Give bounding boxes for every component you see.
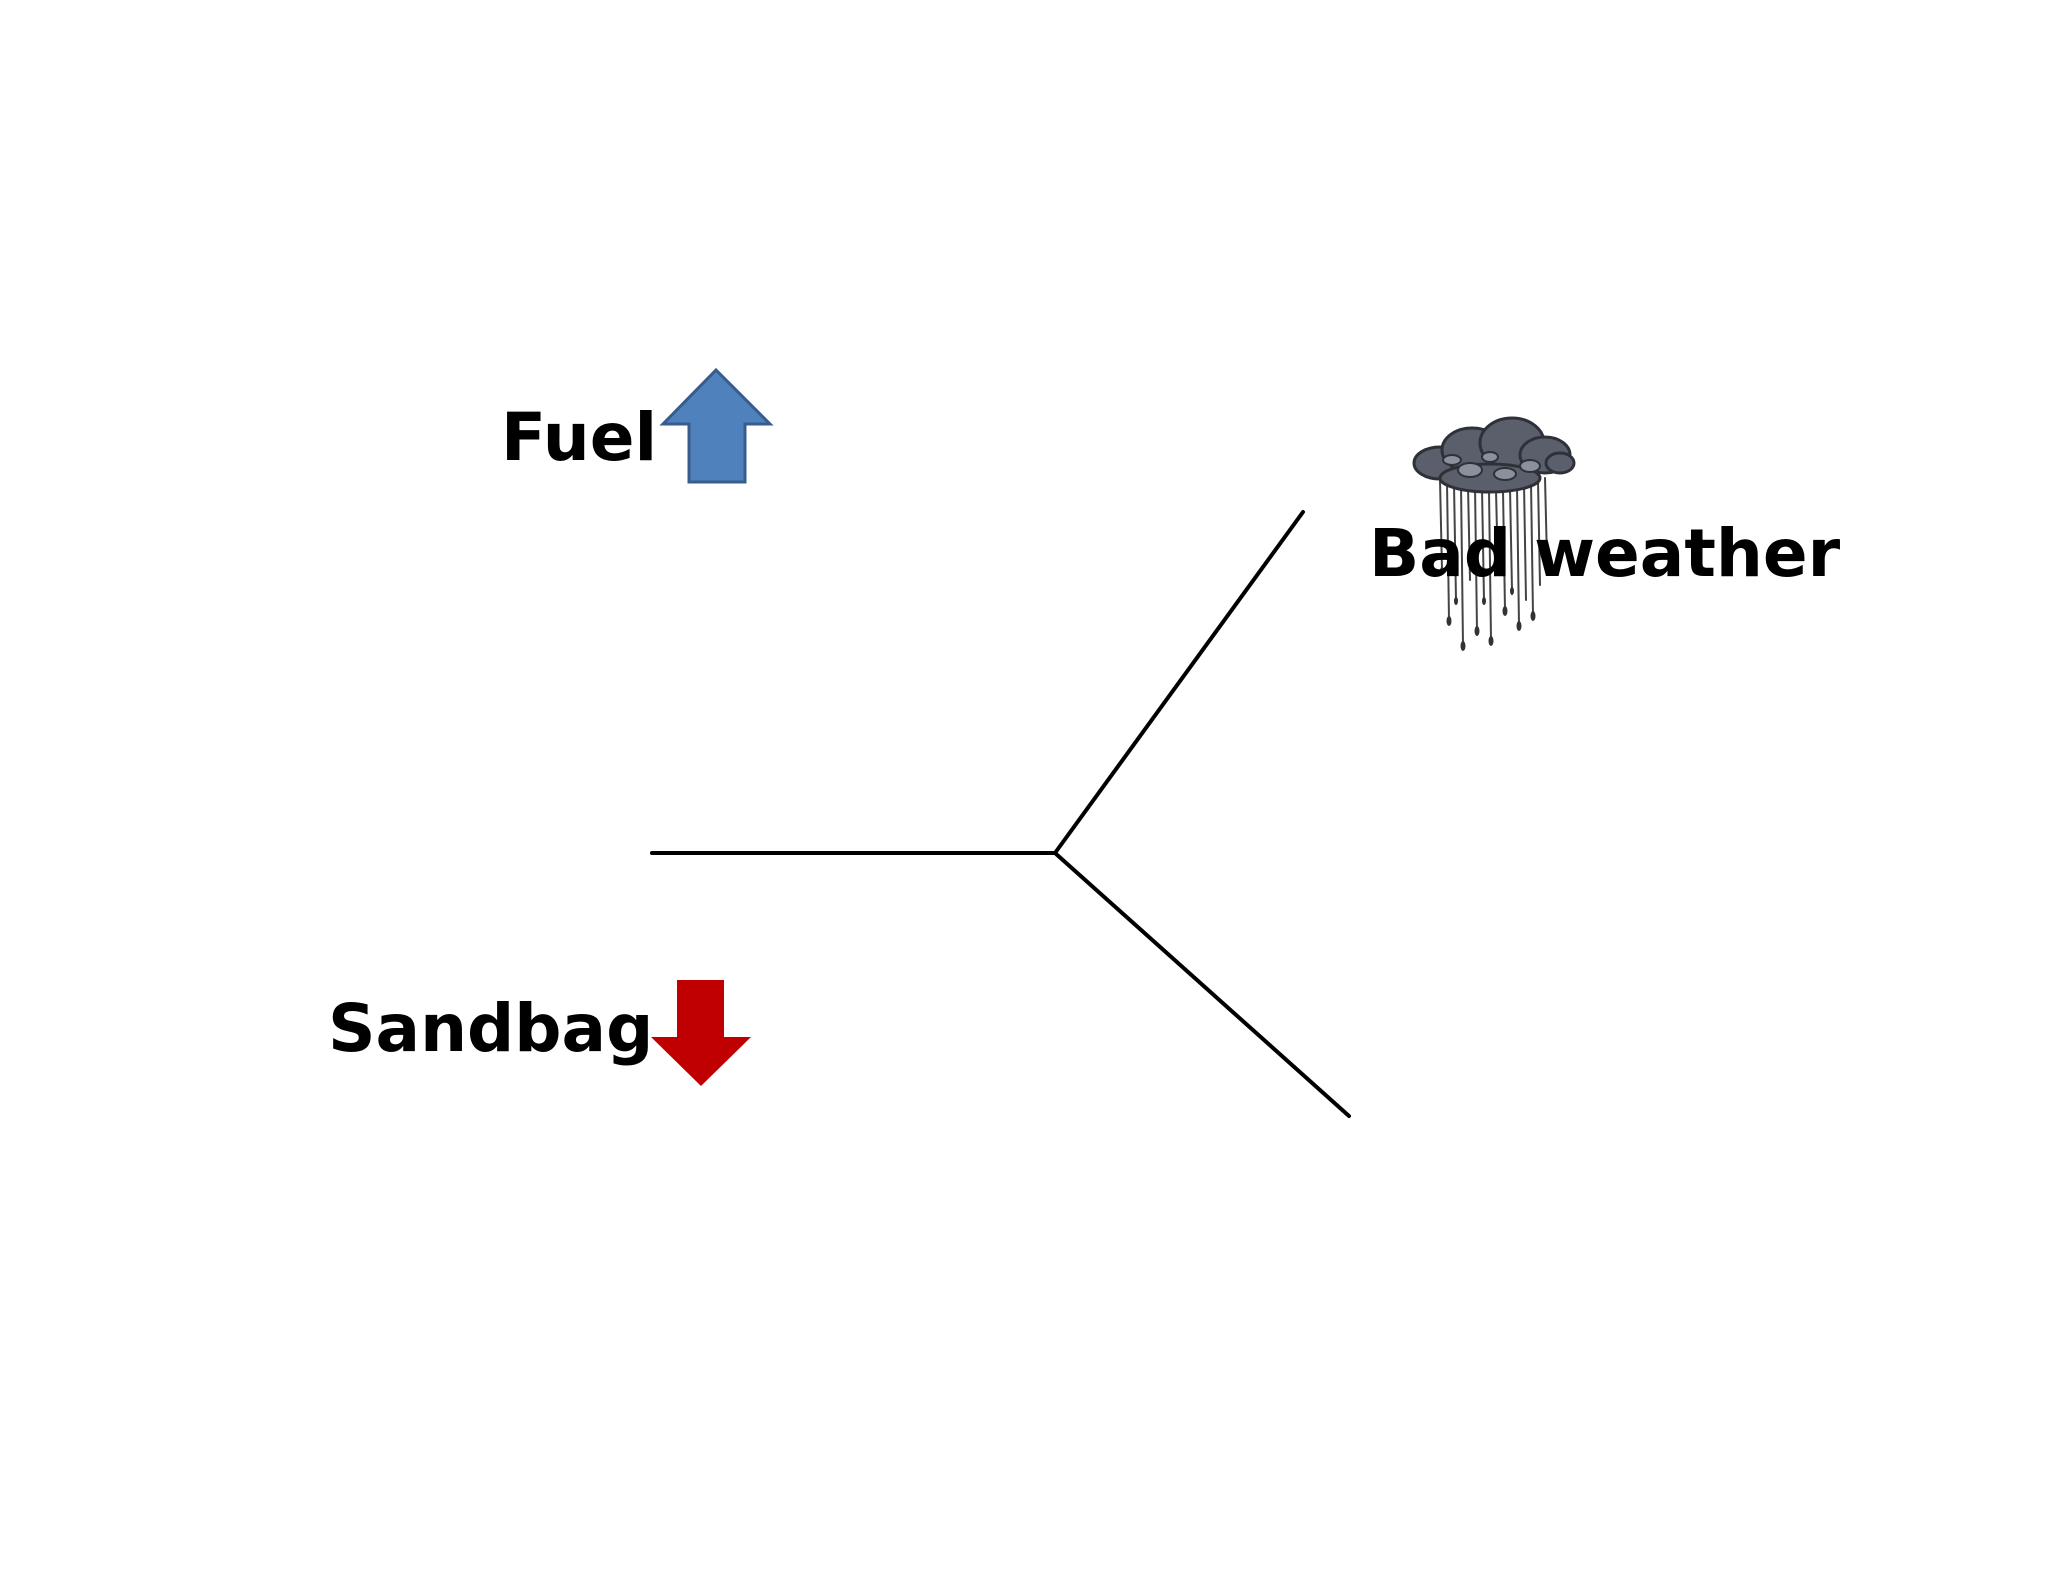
upper-branch-line <box>1053 510 1305 855</box>
rain-cloud-icon <box>1412 416 1576 651</box>
fuel-label: Fuel <box>501 399 658 476</box>
branch-lines <box>650 510 1351 1118</box>
sandbag-label: Sandbag <box>328 990 654 1067</box>
lower-branch-line <box>1053 851 1351 1118</box>
bad-weather-label: Bad weather <box>1369 515 1841 592</box>
arrow-up-icon <box>659 367 774 484</box>
arrow-down-icon <box>651 980 751 1086</box>
